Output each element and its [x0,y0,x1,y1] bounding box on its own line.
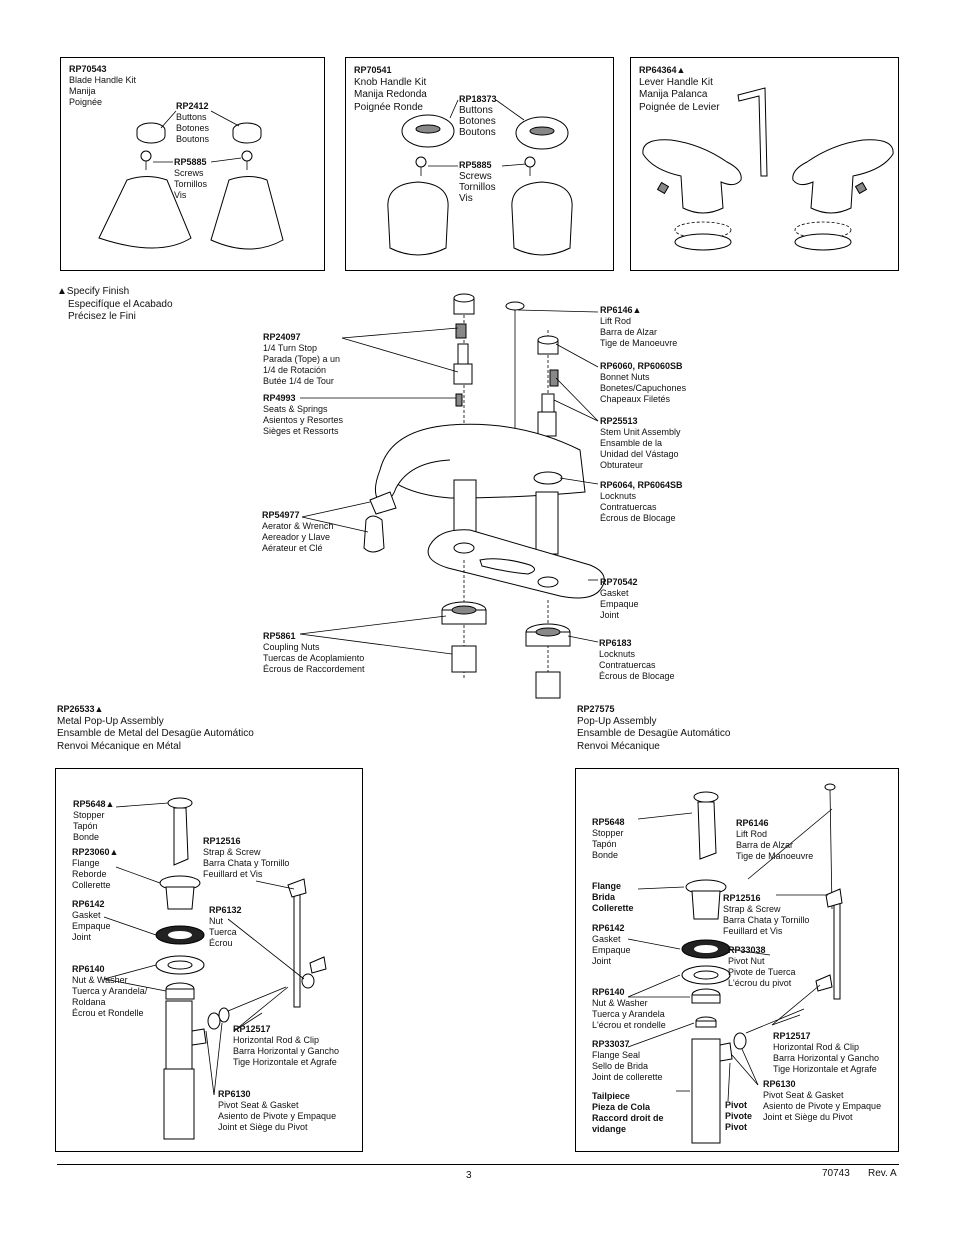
rp6064-label: RP6064, RP6064SB Locknuts Contratuercas … [600,480,683,523]
popup-rp5648-label: RP5648 Stopper Tapón Bonde [592,817,625,860]
doc-number: 70743 [822,1168,850,1179]
metal-rp6140-label: RP6140 Nut & Washer Tuerca y Arandela/ R… [72,964,148,1018]
popup-rp12516-label: RP12516 Strap & Screw Barra Chata y Torn… [723,893,810,936]
rp25513-label: RP25513 Stem Unit Assembly Ensamble de l… [600,416,681,470]
metal-popup-box: RP5648▲ Stopper Tapón Bonde RP23060▲ Fla… [55,768,363,1152]
metal-popup-drawing [103,797,327,1140]
metal-rp12517-label: RP12517 Horizontal Rod & Clip Barra Hori… [233,1024,340,1067]
rp4993-label: RP4993 Seats & Springs Asientos y Resort… [263,393,344,436]
revision: Rev. A [868,1168,897,1179]
rp5861-label: RP5861 Coupling Nuts Tuercas de Acoplami… [263,631,365,674]
knob-buttons-label: RP18373 Buttons Botones Boutons [459,94,497,138]
metal-rp5648-label: RP5648▲ Stopper Tapón Bonde [73,799,115,842]
popup-rp6130-label: RP6130 Pivot Seat & Gasket Asiento de Pi… [763,1079,882,1122]
blade-kit-label: RP70543 Blade Handle Kit Manija Poignée [69,64,137,107]
metal-rp12516-label: RP12516 Strap & Screw Barra Chata y Torn… [203,836,290,879]
finish-note: ▲Specify Finish Especifíque el Acabado P… [57,286,173,322]
knob-handle-drawing [387,99,573,256]
rp6146-label: RP6146▲ Lift Rod Barra de Alzar Tige de … [600,305,678,348]
popup-rp12517-label: RP12517 Horizontal Rod & Clip Barra Hori… [773,1031,880,1074]
popup-rp33038-label: RP33038 Pivot Nut Pivote de Tuerca L'écr… [728,945,796,988]
popup-title: RP27575 Pop-Up Assembly Ensamble de Desa… [577,704,731,752]
metal-popup-title: RP26533▲ Metal Pop-Up Assembly Ensamble … [57,704,254,752]
knob-screws-label: RP5885 Screws Tornillos Vis [459,160,496,204]
popup-rp6140-label: RP6140 Nut & Washer Tuerca y Arandela L'… [592,987,666,1030]
metal-rp6132-label: RP6132 Nut Tuerca Écrou [209,905,242,948]
popup-rp6146-label: RP6146 Lift Rod Barra de Alzar Tige de M… [736,818,814,861]
knob-kit-label: RP70541 Knob Handle Kit Manija Redonda P… [354,65,427,113]
blade-handle-drawing [98,110,284,250]
popup-flange-label: Flange Brida Collerette [592,881,634,913]
rp6183-label: RP6183 Locknuts Contratuercas Écrous de … [599,638,675,681]
rp70542-label: RP70542 Gasket Empaque Joint [600,577,639,620]
popup-tailpiece-label: Tailpiece Pieza de Cola Raccord droit de… [592,1091,664,1134]
part-code: RP70543 [69,64,107,74]
page-number: 3 [466,1170,472,1181]
blade-handle-kit-box: RP70543 Blade Handle Kit Manija Poignée … [60,57,325,271]
popup-box: RP5648 Stopper Tapón Bonde Flange Brida … [575,768,899,1152]
lever-handle-kit-box: RP64364▲ Lever Handle Kit Manija Palanca… [630,57,899,271]
lever-handle-drawing [642,87,894,251]
blade-buttons-label: RP2412 Buttons Botones Boutons [176,101,210,144]
rp6060-label: RP6060, RP6060SB Bonnet Nuts Bonetes/Cap… [600,361,687,404]
knob-handle-kit-box: RP70541 Knob Handle Kit Manija Redonda P… [345,57,614,271]
metal-rp6142-label: RP6142 Gasket Empaque Joint [72,899,111,942]
footer-rule [57,1164,899,1165]
metal-rp6130-label: RP6130 Pivot Seat & Gasket Asiento de Pi… [218,1089,337,1132]
lever-kit-label: RP64364▲ Lever Handle Kit Manija Palanca… [639,65,720,113]
blade-screws-label: RP5885 Screws Tornillos Vis [174,157,208,200]
popup-rp33037-label: RP33037 Flange Seal Sello de Brida Joint… [592,1039,663,1082]
popup-pivot-label: Pivot Pivote Pivot [725,1100,753,1132]
metal-rp23060-label: RP23060▲ Flange Reborde Collerette [72,847,119,890]
rp54977-label: RP54977 Aerator & Wrench Aereador y Llav… [262,510,334,553]
popup-rp6142-label: RP6142 Gasket Empaque Joint [592,923,631,966]
popup-drawing [627,783,843,1144]
rp24097-label: RP24097 1/4 Turn Stop Parada (Tope) a un… [263,332,341,386]
